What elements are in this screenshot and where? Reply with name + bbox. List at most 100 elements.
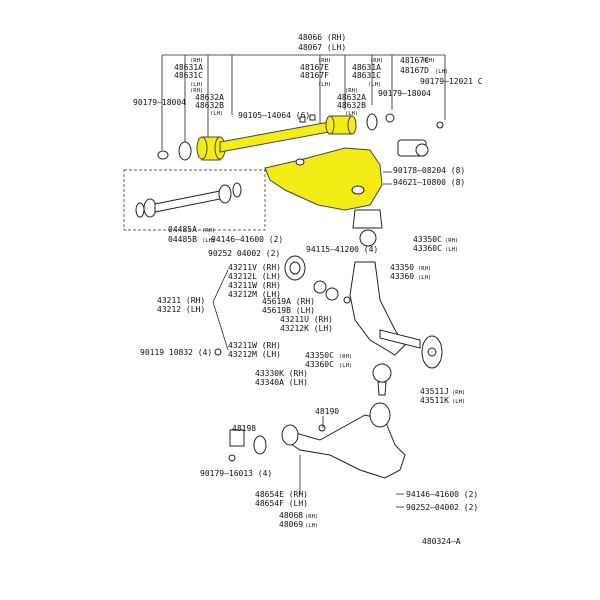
label-lh-6: (LH): [435, 69, 448, 75]
label-43340a[interactable]: 43340A (LH): [255, 378, 308, 387]
label-43211w-b[interactable]: 43211W (RH): [228, 341, 281, 350]
knuckle-body: [349, 261, 406, 356]
label-48631c[interactable]: 48631C: [174, 71, 203, 80]
label-48167f[interactable]: 48167F: [300, 71, 329, 80]
label-rh-9: (RH): [418, 266, 431, 272]
ball-joint-body: [352, 209, 383, 229]
label-rh-10: (RH): [339, 354, 352, 360]
label-48067[interactable]: 48067 (LH): [298, 43, 346, 52]
bolt-icon: [309, 114, 316, 121]
dashed-box: [123, 169, 266, 231]
ball-joint-stud: [377, 381, 387, 396]
label-43511j[interactable]: 43511J: [420, 387, 449, 396]
label-43360[interactable]: 43360: [390, 272, 414, 281]
label-lh-9: (LH): [418, 275, 431, 281]
label-48167e[interactable]: 48167E: [300, 63, 329, 72]
right-bracket-part: [397, 121, 444, 157]
ball-joint-ball: [359, 229, 377, 247]
label-43211v[interactable]: 43211V (RH): [228, 263, 281, 272]
hub-center: [427, 347, 437, 357]
label-43211[interactable]: 43211 (RH): [157, 296, 205, 305]
label-94146-41600-b[interactable]: 94146–41600 (2): [406, 490, 478, 499]
label-90119-10832[interactable]: 90119 10832 (4): [140, 348, 212, 357]
label-rh-4: (RH): [370, 58, 383, 64]
label-45619a[interactable]: 45619A (RH): [262, 297, 315, 306]
label-90179-12021[interactable]: 90179–12021 C: [420, 77, 483, 86]
bushing-end: [325, 115, 335, 135]
bushing-icon: [229, 429, 245, 447]
washer-icon: [253, 435, 267, 455]
ball-joint-ball: [372, 363, 392, 383]
label-43350[interactable]: 43350: [390, 263, 414, 272]
label-48190[interactable]: 48190: [315, 407, 339, 416]
leader-line: [212, 269, 229, 303]
label-90105-14064[interactable]: 90105–14064 (6): [238, 111, 310, 120]
bearing-icon: [313, 280, 327, 294]
label-90179-16013[interactable]: 90179–16013 (4): [200, 469, 272, 478]
label-43212[interactable]: 43212 (LH): [157, 305, 205, 314]
upper-ball-joint: [352, 209, 383, 247]
label-rh-12: (RH): [305, 514, 318, 520]
label-43212m-a[interactable]: 43212M (LH): [228, 290, 281, 299]
label-43350c-a[interactable]: 43350C: [413, 235, 442, 244]
label-43212m-b[interactable]: 43212M (LH): [228, 350, 281, 359]
label-43211u[interactable]: 43211U (RH): [280, 315, 333, 324]
label-lh: (LH): [190, 82, 203, 88]
label-43350c-b[interactable]: 43350C: [305, 351, 334, 360]
nut-icon: [436, 121, 444, 129]
upper-arm-shaft: [157, 113, 395, 161]
label-48069[interactable]: 48069: [279, 520, 303, 529]
shaft-icon: [154, 189, 226, 213]
label-90252-04002[interactable]: 90252 04002 (2): [208, 249, 280, 258]
label-48632b[interactable]: 48632B: [195, 101, 224, 110]
label-48066[interactable]: 48066 (RH): [298, 33, 346, 42]
label-48631a[interactable]: 48631A: [174, 63, 203, 72]
label-48632a-right[interactable]: 48632A: [337, 93, 366, 102]
label-43212l[interactable]: 43212L (LH): [228, 272, 281, 281]
label-04485b[interactable]: 04485B: [168, 235, 197, 244]
label-lh-12: (LH): [305, 523, 318, 529]
label-lh-10: (LH): [339, 363, 352, 369]
label-94146-41600[interactable]: 94146–41600 (2): [211, 235, 283, 244]
label-90179-18004-right[interactable]: 90179–18004: [378, 89, 431, 98]
label-48654e[interactable]: 48654E (RH): [255, 490, 308, 499]
upper-arm-body: [264, 147, 383, 211]
label-43211w-a[interactable]: 43211W (RH): [228, 281, 281, 290]
label-rh-7: (RH): [202, 228, 215, 234]
nut-icon: [214, 348, 222, 356]
bushing-end: [347, 115, 357, 135]
label-48654f[interactable]: 48654F (LH): [255, 499, 308, 508]
washer-icon: [366, 113, 378, 131]
washer-icon: [178, 141, 192, 161]
label-lh-5: (LH): [345, 111, 358, 117]
label-48167c[interactable]: 48167C: [400, 56, 429, 65]
upper-control-arm: [264, 147, 383, 211]
label-43212k[interactable]: 43212K (LH): [280, 324, 333, 333]
label-45619b[interactable]: 45619B (LH): [262, 306, 315, 315]
label-94115-41200[interactable]: 94115–41200 (4): [306, 245, 378, 254]
leader-line: [212, 301, 229, 351]
label-43511k[interactable]: 43511K: [420, 396, 449, 405]
label-94621-10800[interactable]: 94621–10800 (8): [393, 178, 465, 187]
label-lh-3: (LH): [318, 82, 331, 88]
label-43330k[interactable]: 43330K (RH): [255, 369, 308, 378]
label-48632a[interactable]: 48632A: [195, 93, 224, 102]
label-43360c-b[interactable]: 43360C: [305, 360, 334, 369]
label-48198[interactable]: 48198: [232, 424, 256, 433]
label-90252-04002-b[interactable]: 90252–04002 (2): [406, 503, 478, 512]
label-04485a[interactable]: 04485A: [168, 225, 197, 234]
label-rh-8: (RH): [445, 238, 458, 244]
washer-icon: [135, 202, 145, 218]
label-43360c-a[interactable]: 43360C: [413, 244, 442, 253]
label-lh-7: (LH): [202, 238, 215, 244]
label-90178-08204[interactable]: 90178–08204 (8): [393, 166, 465, 175]
nut-icon: [343, 296, 351, 304]
label-90179-18004-left[interactable]: 90179–18004: [133, 98, 186, 107]
label-48167d[interactable]: 48167D: [400, 66, 429, 75]
nut-icon: [157, 150, 169, 160]
label-48632b-right[interactable]: 48632B: [337, 101, 366, 110]
label-48631c-right[interactable]: 48631C: [352, 71, 381, 80]
label-48631a-right[interactable]: 48631A: [352, 63, 381, 72]
label-48068[interactable]: 48068: [279, 511, 303, 520]
